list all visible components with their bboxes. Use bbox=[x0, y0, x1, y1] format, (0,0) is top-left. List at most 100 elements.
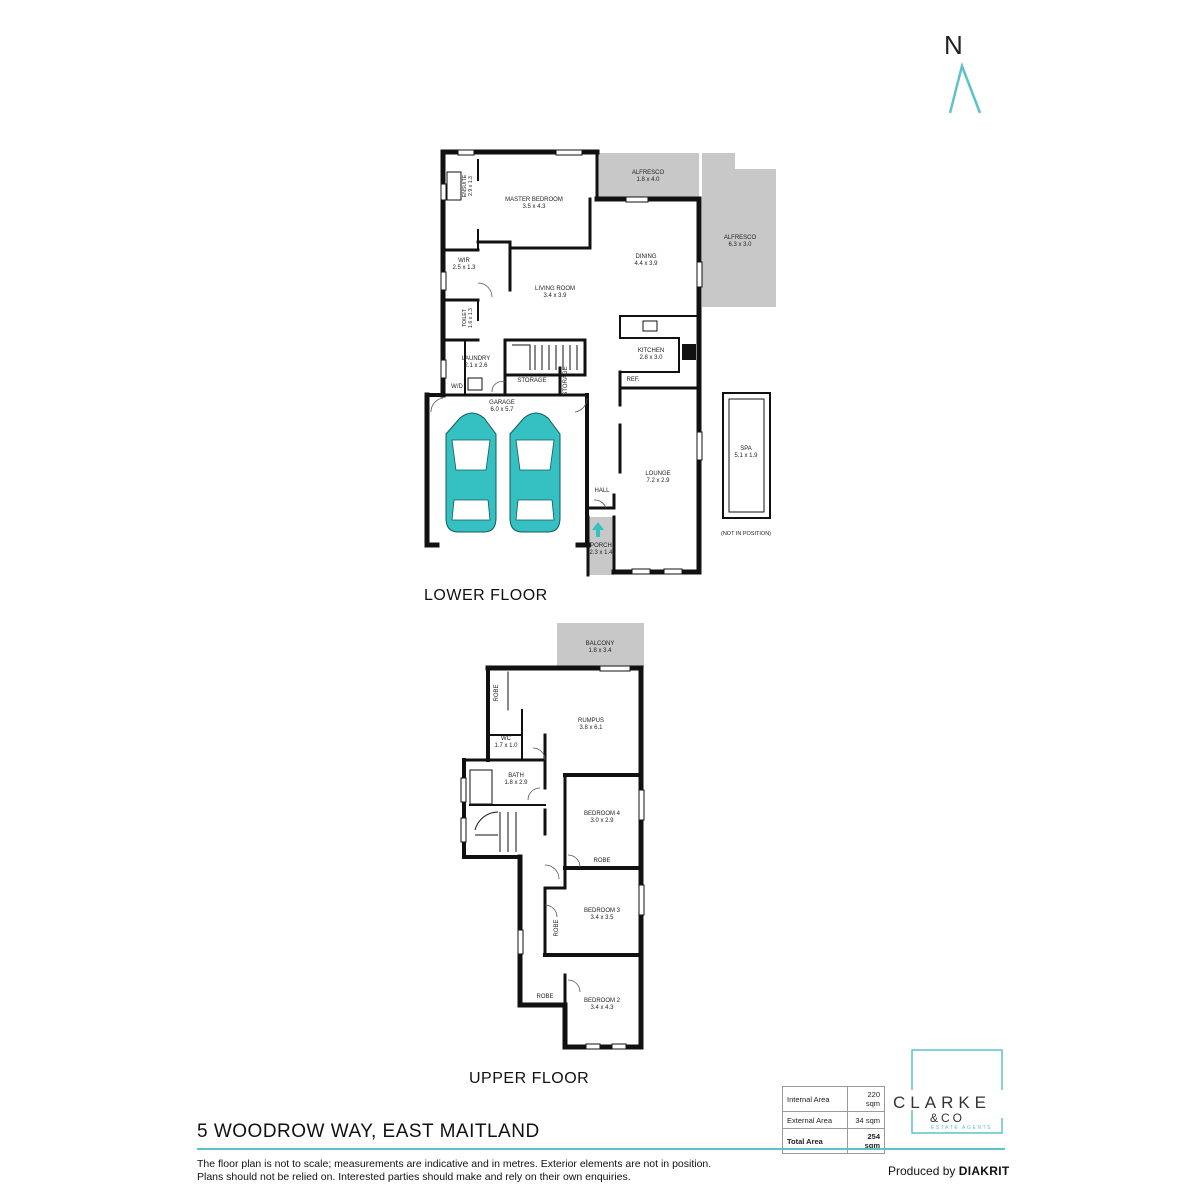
accent-rule bbox=[197, 1148, 1005, 1150]
upper-stairs bbox=[474, 811, 517, 852]
lower-windows bbox=[440, 149, 703, 575]
room-dims-bath: 1.8 x 2.9 bbox=[504, 780, 528, 786]
upper-floor-walls bbox=[462, 665, 644, 1050]
logo-co: CO bbox=[941, 1111, 966, 1125]
room-dims-toilet: 1.6 x 1.3 bbox=[468, 308, 474, 328]
room-dims-lounge: 7.2 x 2.9 bbox=[646, 478, 670, 484]
produced-by-brand: DIAKRIT bbox=[958, 1164, 1010, 1178]
room-name-ensuite: ENSUITE bbox=[462, 174, 468, 197]
label-storage2: STORAGE bbox=[563, 366, 569, 395]
spa-outline bbox=[722, 392, 771, 519]
logo-amp: & bbox=[930, 1111, 942, 1125]
lower-door-swings bbox=[430, 282, 607, 509]
room-dims-rumpus: 3.8 x 6.1 bbox=[579, 725, 603, 731]
alfresco-area bbox=[597, 153, 699, 199]
room-name-dining: DINING bbox=[636, 254, 657, 260]
upper-floor-title: UPPER FLOOR bbox=[469, 1070, 590, 1087]
area-value: 220 sqm bbox=[847, 1086, 885, 1112]
cooktop-icon bbox=[682, 344, 696, 360]
area-row-total: Total Area 254 sqm bbox=[782, 1128, 885, 1154]
label-robe1: ROBE bbox=[494, 684, 500, 701]
room-dims-kitchen: 2.8 x 3.0 bbox=[639, 355, 663, 361]
car-icon-left bbox=[445, 412, 497, 533]
room-name-bath: BATH bbox=[508, 773, 524, 779]
room-name-bed2: BEDROOM 2 bbox=[584, 998, 621, 1004]
room-name-lounge: LOUNGE bbox=[645, 471, 670, 477]
logo-frame bbox=[911, 1049, 1003, 1134]
area-value: 34 sqm bbox=[847, 1111, 885, 1129]
lower-floor-title: LOWER FLOOR bbox=[424, 587, 548, 604]
room-dims-ensuite: 2.9 x 1.3 bbox=[468, 176, 474, 196]
room-dims-living: 3.4 x 3.9 bbox=[543, 293, 567, 299]
label-robe3: ROBE bbox=[554, 919, 560, 936]
disclaimer: The floor plan is not to scale; measurem… bbox=[197, 1158, 757, 1184]
upper-door-swings bbox=[527, 747, 581, 993]
ensuite-shower bbox=[446, 171, 462, 201]
agency-logo: CLARKE &CO ESTATE AGENTS bbox=[893, 1093, 1013, 1131]
disclaimer-line: Plans should not be relied on. Intereste… bbox=[197, 1171, 631, 1183]
room-name-laundry: LAUNDRY bbox=[462, 356, 491, 362]
room-name-spa: SPA bbox=[740, 446, 752, 452]
kitchen-sink-icon bbox=[642, 320, 658, 332]
room-dims-wir: 2.5 x 1.3 bbox=[452, 265, 476, 271]
label-hall: HALL bbox=[594, 488, 610, 494]
label-robe4: ROBE bbox=[536, 994, 553, 1000]
laundry-tub bbox=[467, 377, 483, 391]
room-dims-wc: 1.7 x 1.0 bbox=[494, 743, 518, 749]
room-name-kitchen: KITCHEN bbox=[638, 348, 664, 354]
north-label: N bbox=[944, 30, 963, 60]
room-name-master: MASTER BEDROOM bbox=[505, 197, 563, 203]
lower-floor-walls bbox=[424, 149, 702, 577]
room-dims-spa: 5.1 x 1.9 bbox=[734, 453, 758, 459]
room-name-alf2: ALFRESCO bbox=[724, 235, 757, 241]
label-wd: W/D bbox=[451, 384, 463, 390]
room-dims-laundry: 2.1 x 2.6 bbox=[464, 363, 488, 369]
logo-subtitle: ESTATE AGENTS bbox=[931, 1125, 993, 1131]
room-dims-master: 3.5 x 4.3 bbox=[522, 204, 546, 210]
area-row: Internal Area 220 sqm bbox=[782, 1086, 885, 1112]
spa-inner bbox=[728, 398, 765, 513]
room-name-balcony: BALCONY bbox=[586, 641, 615, 647]
room-dims-bed4: 3.0 x 2.9 bbox=[590, 818, 614, 824]
room-dims-balcony: 1.8 x 3.4 bbox=[588, 648, 612, 654]
room-name-wir: WIR bbox=[458, 258, 470, 264]
produced-by: Produced by DIAKRIT bbox=[888, 1164, 1010, 1178]
room-name-living: LIVING ROOM bbox=[535, 286, 575, 292]
room-name-garage: GARAGE bbox=[489, 400, 515, 406]
room-name-wc: WC bbox=[501, 736, 512, 742]
room-name-porch: PORCH bbox=[590, 543, 612, 549]
room-name-bed3: BEDROOM 3 bbox=[584, 908, 621, 914]
room-dims-garage: 6.0 x 5.7 bbox=[490, 407, 514, 413]
label-ref: REF. bbox=[626, 377, 639, 383]
area-summary-table: Internal Area 220 sqm External Area 34 s… bbox=[782, 1086, 885, 1154]
logo-co-text: &CO bbox=[930, 1111, 1013, 1125]
room-dims-bed2: 3.4 x 4.3 bbox=[590, 1005, 614, 1011]
label-storage: STORAGE bbox=[517, 378, 546, 384]
produced-by-prefix: Produced by bbox=[888, 1164, 956, 1178]
upper-windows bbox=[460, 665, 645, 1050]
area-label: External Area bbox=[782, 1111, 848, 1129]
lower-stairs bbox=[512, 344, 578, 370]
room-name-rumpus: RUMPUS bbox=[578, 718, 604, 724]
room-dims-porch: 2.3 x 1.4 bbox=[589, 550, 613, 556]
room-dims-alf2: 6.3 x 3.0 bbox=[728, 242, 752, 248]
logo-main-text: CLARKE bbox=[893, 1093, 992, 1112]
car-icon-right bbox=[509, 412, 561, 533]
room-dims-bed3: 3.4 x 3.5 bbox=[590, 915, 614, 921]
label-notpos: (NOT IN POSITION) bbox=[721, 531, 771, 537]
room-dims-alf1: 1.8 x 4.0 bbox=[636, 177, 660, 183]
property-address: 5 WOODROW WAY, EAST MAITLAND bbox=[197, 1121, 540, 1142]
balcony-area bbox=[557, 623, 644, 668]
disclaimer-line: The floor plan is not to scale; measurem… bbox=[197, 1158, 712, 1170]
area-label: Internal Area bbox=[782, 1086, 848, 1112]
room-name-toilet: TOILET bbox=[462, 308, 468, 327]
room-name-alf1: ALFRESCO bbox=[632, 170, 665, 176]
north-arrow-icon bbox=[948, 61, 982, 114]
bath-tub bbox=[469, 769, 493, 805]
room-dims-dining: 4.4 x 3.9 bbox=[634, 261, 658, 267]
entry-arrow-icon bbox=[592, 522, 604, 537]
area-row: External Area 34 sqm bbox=[782, 1111, 885, 1129]
label-robe2: ROBE bbox=[593, 858, 610, 864]
